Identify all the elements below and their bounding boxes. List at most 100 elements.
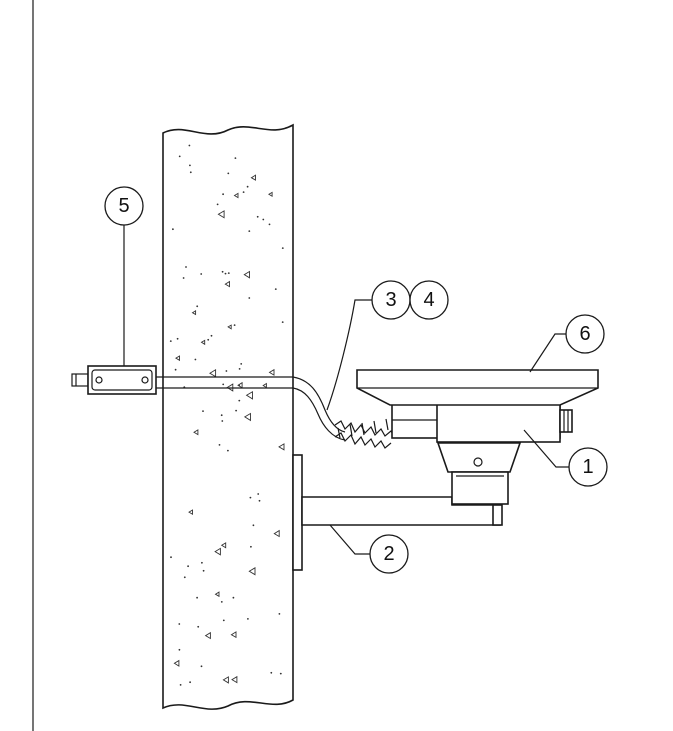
callout-6-label: 6	[579, 323, 590, 345]
concrete-aggregate	[250, 174, 256, 181]
concrete-speck	[225, 370, 228, 372]
concrete-aggregate	[214, 547, 221, 556]
concrete-speck	[233, 324, 236, 326]
concrete-aggregate	[204, 631, 211, 640]
concrete-speck	[221, 420, 224, 422]
concrete-aggregate	[231, 675, 238, 684]
callout-4-label: 4	[423, 289, 434, 311]
concrete-speck	[210, 334, 213, 337]
concrete-speck	[189, 681, 192, 684]
concrete-speck	[248, 297, 251, 299]
concrete-wall	[162, 123, 294, 710]
concrete-speck	[176, 337, 179, 340]
concrete-aggregate	[243, 412, 251, 422]
concrete-speck	[220, 414, 223, 417]
callout-1-label: 1	[582, 456, 593, 478]
concrete-speck	[200, 665, 203, 668]
concrete-speck	[227, 172, 230, 175]
concrete-speck	[202, 410, 204, 412]
concrete-speck	[183, 576, 186, 579]
concrete-speck	[279, 672, 282, 675]
concrete-speck	[222, 193, 225, 196]
concrete-speck	[222, 619, 225, 622]
concrete-aggregate	[268, 191, 273, 197]
concrete-aggregate	[268, 368, 275, 376]
concrete-speck	[200, 273, 203, 275]
concrete-aggregate	[191, 309, 197, 316]
concrete-speck	[281, 321, 284, 323]
concrete-speck	[178, 648, 181, 651]
callout-3-label: 3	[385, 289, 396, 311]
concrete-speck	[207, 338, 210, 341]
concrete-speck	[242, 191, 245, 194]
concrete-speck	[218, 444, 221, 446]
concrete-speck	[188, 144, 191, 147]
concrete-speck	[189, 171, 192, 174]
concrete-speck	[179, 684, 182, 686]
concrete-speck	[256, 215, 259, 218]
concrete-speck	[247, 618, 249, 620]
concrete-speck	[257, 493, 260, 495]
concrete-aggregate	[214, 591, 220, 598]
concrete-speck	[234, 157, 237, 160]
concrete-speck	[222, 383, 225, 386]
concrete-speck	[249, 496, 252, 499]
concrete-aggregate	[278, 443, 285, 451]
concrete-speck	[178, 623, 181, 625]
concrete-speck	[278, 613, 281, 615]
concrete-aggregate	[220, 542, 227, 549]
flexible-conduit	[334, 418, 396, 449]
callout-1: 1	[568, 447, 608, 487]
concrete-speck	[258, 499, 261, 502]
concrete-aggregate	[248, 567, 256, 576]
concrete-aggregate	[273, 529, 280, 538]
sunshield	[356, 369, 599, 406]
concrete-aggregate	[224, 280, 230, 288]
concrete-speck	[238, 399, 241, 402]
concrete-speck	[172, 228, 174, 231]
concrete-speck	[220, 601, 223, 603]
concrete-aggregate	[233, 192, 239, 199]
concrete-speck	[202, 569, 205, 572]
concrete-speck	[250, 545, 252, 548]
concrete-speck	[170, 556, 172, 559]
concrete-speck	[169, 340, 172, 342]
concrete-aggregate	[188, 509, 193, 515]
junction-box	[71, 365, 157, 395]
concrete-speck	[196, 596, 199, 599]
concrete-aggregate	[243, 270, 250, 279]
concrete-speck	[187, 565, 190, 568]
concrete-aggregate	[193, 429, 199, 436]
concrete-speck	[178, 155, 181, 158]
concrete-aggregate	[227, 324, 232, 330]
concrete-speck	[189, 164, 191, 167]
callout-3: 3	[371, 280, 411, 320]
concrete-speck	[196, 305, 199, 308]
concrete-aggregate	[262, 382, 267, 389]
concrete-aggregate	[173, 659, 180, 667]
concrete-aggregate	[175, 355, 180, 362]
concrete-speck	[238, 368, 241, 370]
concrete-speck	[235, 409, 238, 412]
concrete-aggregate	[200, 339, 206, 346]
concrete-speck	[182, 277, 185, 279]
concrete-speck	[174, 368, 177, 371]
concrete-aggregate	[222, 676, 229, 684]
concrete-speck	[201, 561, 203, 564]
concrete-speck	[194, 358, 197, 361]
concrete-speck	[274, 288, 277, 290]
leader-lines	[123, 225, 569, 555]
concrete-speck	[268, 223, 271, 226]
concrete-aggregate	[237, 381, 243, 389]
concrete-speck	[248, 230, 251, 233]
callout-5: 5	[104, 186, 144, 226]
concrete-aggregate	[209, 369, 217, 378]
concrete-speck	[185, 266, 187, 268]
concrete-speck	[270, 671, 273, 674]
callout-4: 4	[409, 280, 449, 320]
camera-housing	[391, 403, 573, 443]
concrete-speck	[227, 272, 230, 274]
callout-2: 2	[369, 534, 409, 574]
concrete-speck	[281, 247, 284, 250]
